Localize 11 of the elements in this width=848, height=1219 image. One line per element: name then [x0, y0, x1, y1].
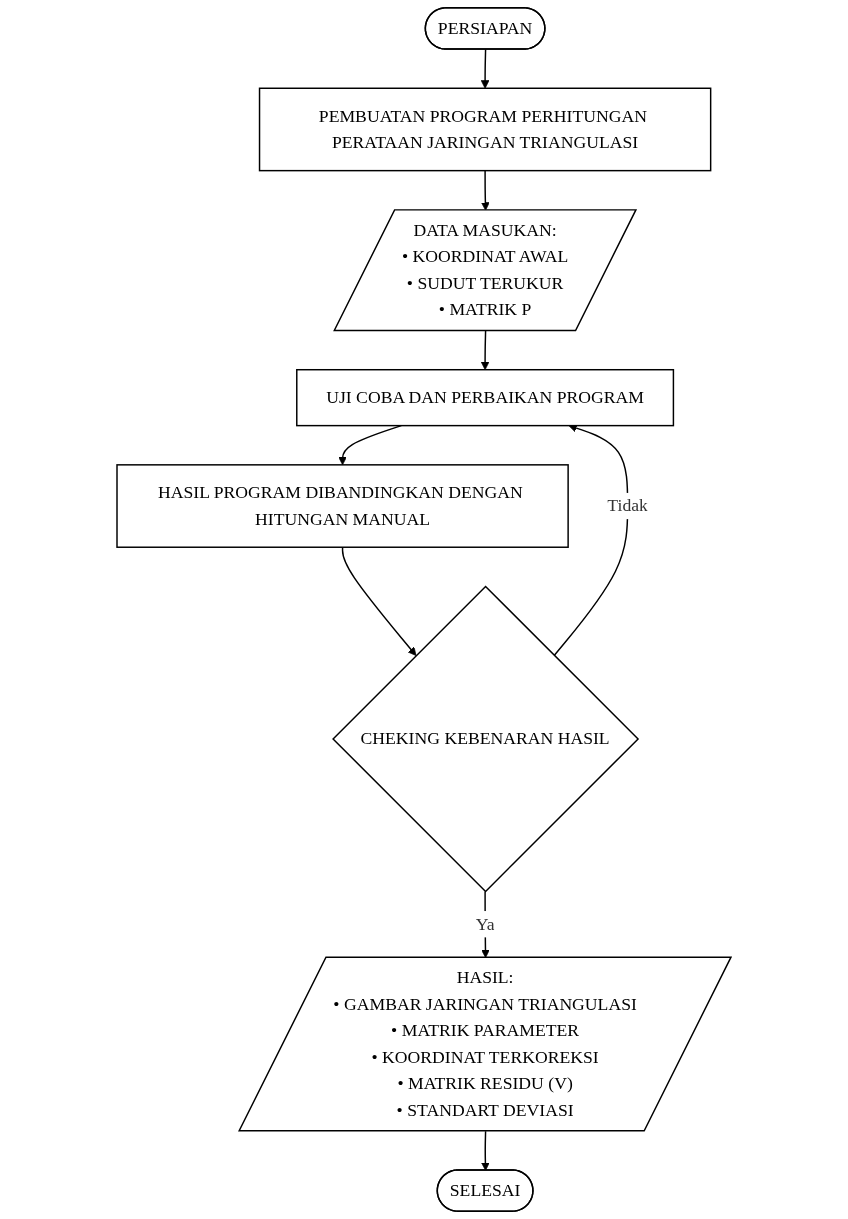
- arrow: [553, 424, 629, 657]
- node-box: HASIL PROGRAM DIBANDINGKAN DENGAN HITUNGAN MANUAL: [116, 464, 569, 548]
- arrow: [341, 546, 417, 656]
- node-box: PEMBUATAN PROGRAM PERHITUNGAN PERATAAN JARINGAN TRIANGULASI: [258, 87, 712, 172]
- node-box: UJI COBA DAN PERBAIKAN PROGRAM: [296, 369, 675, 427]
- edge-label: Tidak: [607, 495, 648, 516]
- node-diamond: CHEKING KEBENARAN HASIL: [332, 585, 640, 893]
- arrow: [480, 48, 490, 89]
- arrow: [481, 1130, 490, 1171]
- edge-label: Ya: [475, 914, 495, 934]
- arrow: [480, 330, 490, 371]
